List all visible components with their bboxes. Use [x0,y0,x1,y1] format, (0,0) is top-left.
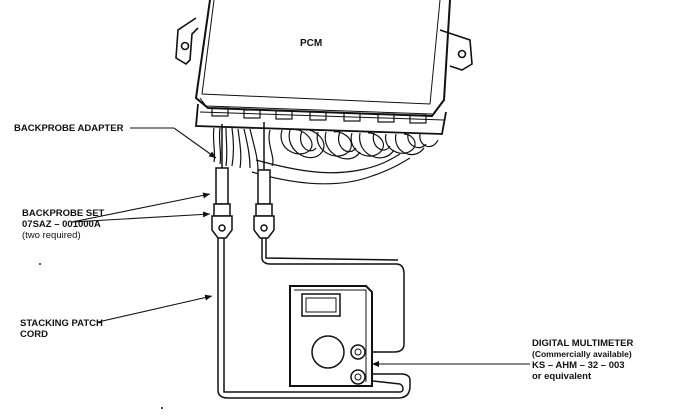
pcm-label: PCM [300,38,323,49]
multimeter-display [301,293,341,317]
backprobe-set-line-1: BACKPROBE SET [22,208,105,219]
pcm-connector [195,103,447,135]
pcm-right-bracket [439,29,473,71]
pcm-unit [175,0,473,118]
digital-multimeter-line-1: DIGITAL MULTIMETER [532,338,634,349]
backprobe-left [211,124,233,239]
leader-backprobe-adapter [130,127,217,159]
leader-backprobe-set-right [71,211,211,223]
leader-stacking-patch-cord [97,294,213,323]
digital-multimeter-label: DIGITAL MULTIMETER (Commercially availab… [532,338,633,382]
upper-jack [350,344,366,360]
leader-lines [71,127,530,367]
digital-multimeter-line-2: (Commercially available) [532,349,632,359]
lower-jack [350,369,366,385]
pcm-body [194,0,451,118]
stacking-patch-cords [217,238,411,399]
backprobe-set-label: BACKPROBE SET 07SAZ – 001000A (two requi… [22,208,104,241]
backprobe-set-line-2: 07SAZ – 001000A [22,219,101,230]
backprobe-adapter-label: BACKPROBE ADAPTER [14,123,124,134]
leader-backprobe-set-left [71,192,211,223]
digital-multimeter-line-4: or equivalent [532,371,592,382]
digital-multimeter [289,285,373,387]
stacking-patch-cord-label: STACKING PATCH CORD [20,318,103,340]
backprobe-right [253,122,275,239]
stacking-patch-cord-line-2: CORD [20,329,48,340]
pcm-left-bracket [175,17,199,66]
stacking-patch-cord-line-1: STACKING PATCH [20,318,103,329]
wire-harness [212,127,439,185]
backprobe-set-line-3: (two required) [22,230,81,241]
digital-multimeter-line-3: KS – AHM – 32 – 003 [532,360,625,371]
multimeter-selector-dial [311,335,345,369]
